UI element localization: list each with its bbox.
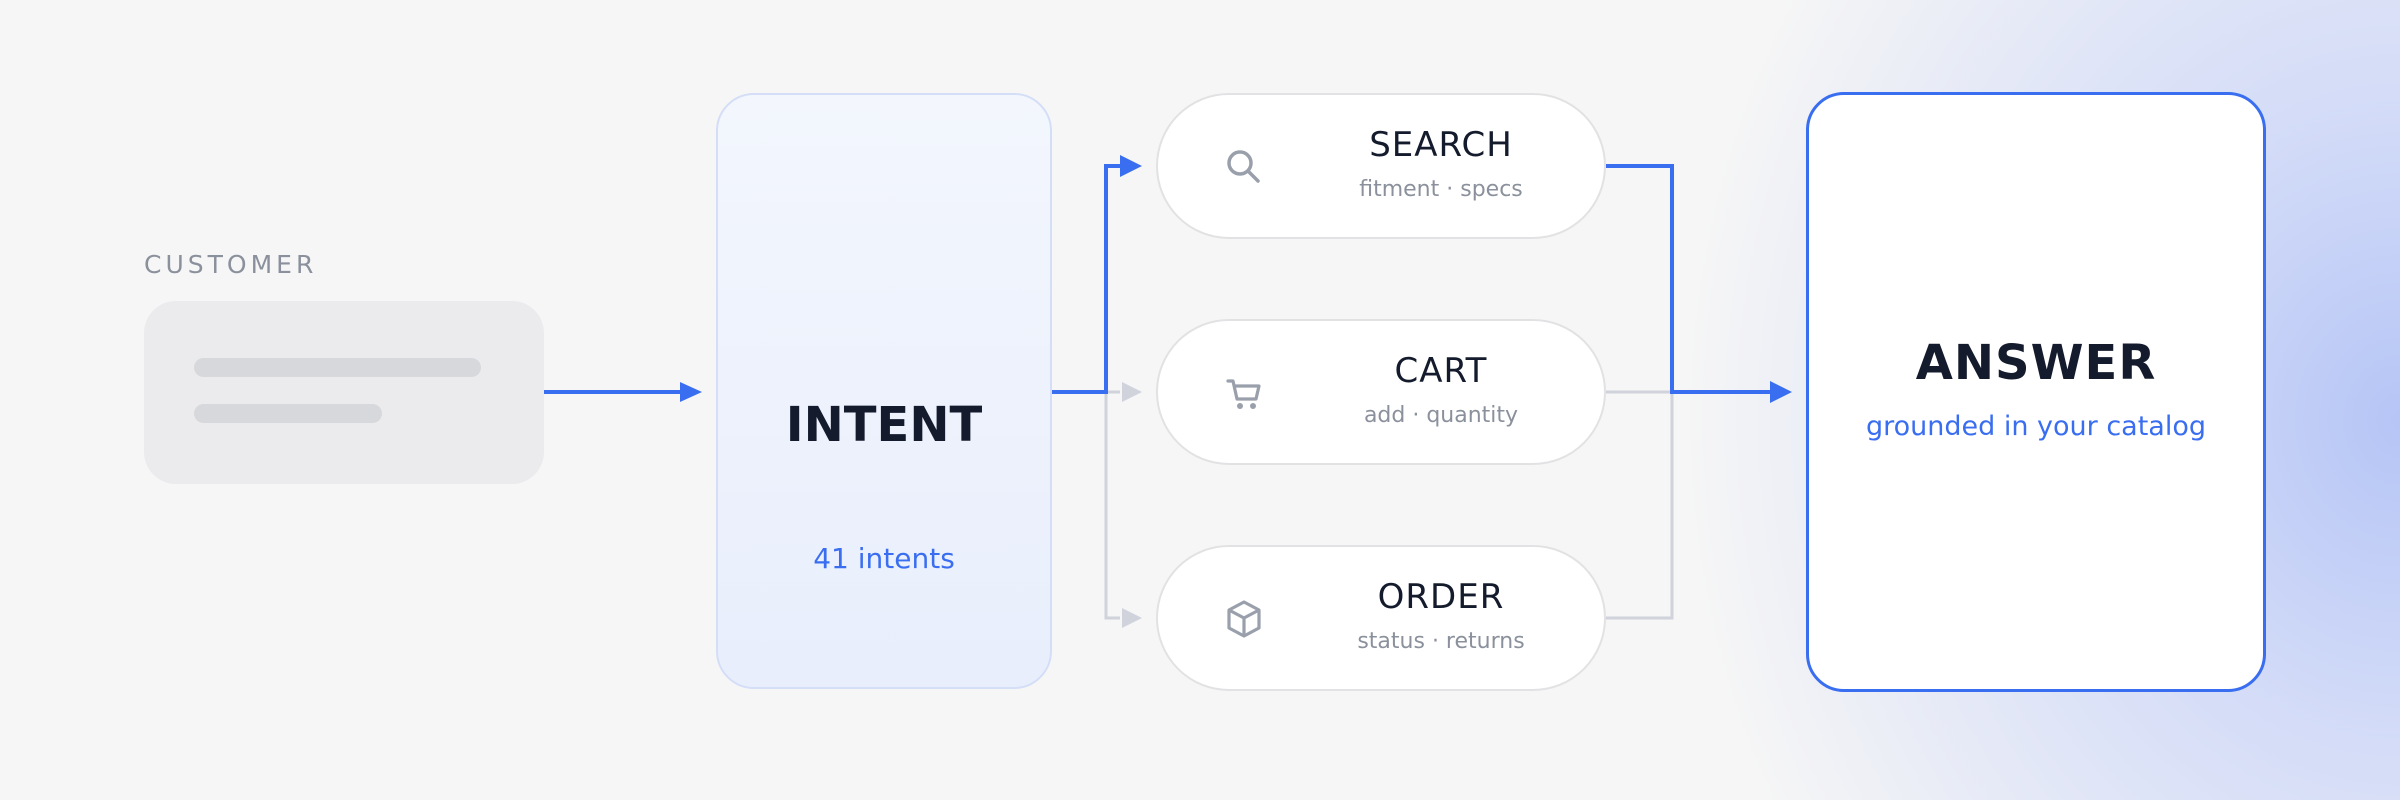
message-line — [194, 358, 481, 377]
customer-to-intent-arrowhead — [680, 382, 702, 402]
intent-to-cart-arrowhead — [1122, 382, 1142, 402]
search-to-answer-line — [1606, 164, 1770, 394]
route-subtitle: fitment · specs — [1359, 177, 1523, 202]
intent-to-order-arrowhead — [1122, 608, 1142, 628]
message-line — [194, 404, 382, 423]
cart-icon — [1226, 379, 1261, 409]
intent-to-search-line — [1052, 164, 1120, 394]
search-icon — [1227, 150, 1260, 183]
route-search: SEARCH fitment · specs — [1156, 93, 1606, 239]
route-subtitle: add · quantity — [1363, 403, 1519, 428]
intent-node: INTENT 41 intents — [716, 93, 1052, 689]
intent-title: INTENT — [785, 397, 983, 453]
search-to-answer-arrowhead — [1770, 381, 1792, 403]
route-cart: CART add · quantity — [1156, 319, 1606, 465]
answer-node: ANSWER grounded in your catalog — [1806, 92, 2266, 692]
route-name: ORDER — [1377, 577, 1505, 617]
order-to-answer-line — [1606, 392, 1674, 620]
route-subtitle: status · returns — [1357, 629, 1525, 654]
box-icon — [1227, 600, 1261, 638]
route-name: CART — [1394, 351, 1488, 391]
customer-label: CUSTOMER — [144, 250, 318, 279]
customer-message-placeholder — [144, 301, 544, 484]
route-name: SEARCH — [1369, 125, 1513, 165]
intent-count: 41 intents — [813, 542, 955, 575]
answer-subtitle: grounded in your catalog — [1865, 411, 2207, 442]
route-order: ORDER status · returns — [1156, 545, 1606, 691]
intent-to-search-arrowhead — [1120, 155, 1142, 177]
intent-to-order-line — [1104, 392, 1120, 620]
answer-title: ANSWER — [1915, 335, 2157, 391]
